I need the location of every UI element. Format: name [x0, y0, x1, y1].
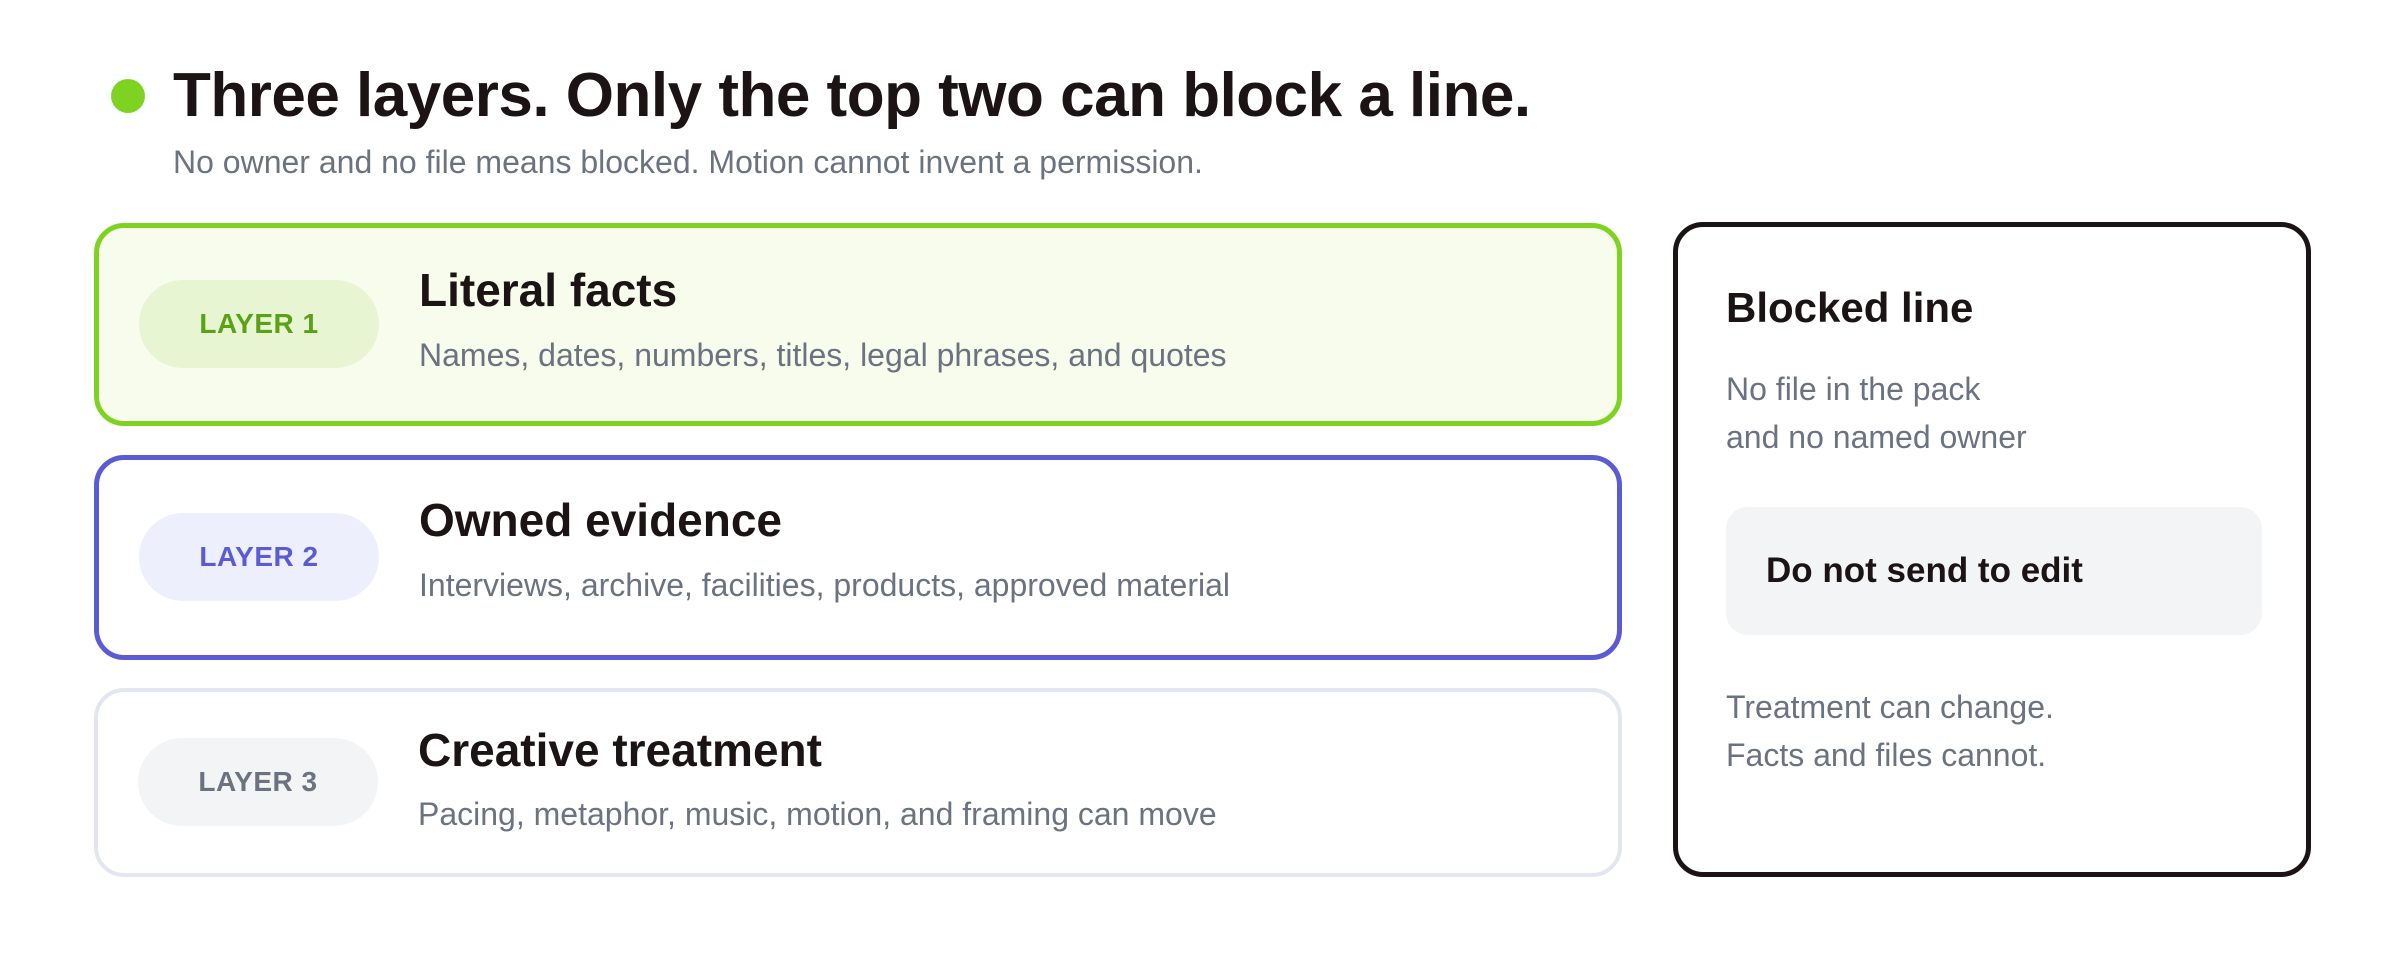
layer-card-creative-treatment: LAYER 3 Creative treatment Pacing, metap… — [94, 688, 1622, 877]
blocked-condition: No file in the pack and no named owner — [1726, 365, 2027, 461]
page-subtitle: No owner and no file means blocked. Moti… — [173, 144, 1203, 180]
panel-note-line: Facts and files cannot. — [1726, 737, 2047, 773]
layer-description: Names, dates, numbers, titles, legal phr… — [419, 337, 1227, 373]
blocked-line-panel: Blocked line No file in the pack and no … — [1673, 222, 2311, 877]
layer-description: Interviews, archive, facilities, product… — [419, 567, 1231, 603]
page-title: Three layers. Only the top two can block… — [173, 61, 1531, 130]
layer-card-owned-evidence: LAYER 2 Owned evidence Interviews, archi… — [94, 455, 1622, 660]
layer-badge: LAYER 1 — [139, 280, 379, 368]
panel-note: Treatment can change. Facts and files ca… — [1726, 683, 2054, 779]
layer-title: Creative treatment — [418, 724, 822, 776]
panel-title: Blocked line — [1726, 284, 1974, 331]
status-dot-icon — [111, 79, 145, 113]
callout-text: Do not send to edit — [1766, 551, 2083, 590]
layer-badge: LAYER 2 — [139, 513, 379, 601]
layer-title: Literal facts — [419, 264, 678, 316]
blocked-condition-line: No file in the pack — [1726, 371, 1981, 407]
do-not-send-callout: Do not send to edit — [1726, 507, 2262, 635]
blocked-condition-line: and no named owner — [1726, 419, 2027, 455]
layer-badge: LAYER 3 — [138, 738, 378, 826]
layer-description: Pacing, metaphor, music, motion, and fra… — [418, 796, 1217, 832]
layer-card-literal-facts: LAYER 1 Literal facts Names, dates, numb… — [94, 223, 1622, 426]
layer-title: Owned evidence — [419, 494, 783, 546]
panel-note-line: Treatment can change. — [1726, 689, 2054, 725]
